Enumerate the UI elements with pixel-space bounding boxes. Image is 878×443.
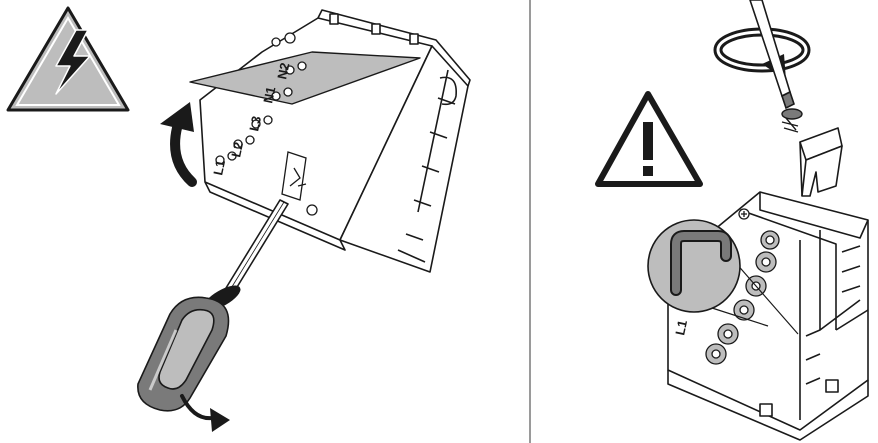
rotate-arrow-icon: [713, 27, 811, 80]
terminal-label-l1: L1: [210, 159, 228, 177]
screw-icon: [781, 108, 803, 133]
terminal-label-l2: L2: [228, 141, 246, 159]
terminal-label-n2: N2: [274, 61, 292, 80]
right-panel: L1: [595, 0, 869, 441]
jumper-bridge-detail: [647, 219, 799, 335]
electric-hazard-warning-icon: [6, 6, 130, 112]
rotate-arrow-icon: [180, 394, 230, 432]
left-panel: L1 L2 L3 N1 N2: [6, 6, 471, 432]
cover-flap: [189, 51, 421, 105]
release-latch: [281, 151, 307, 201]
general-warning-icon: [595, 91, 703, 187]
terminal-screws: [215, 32, 318, 216]
terminal-label-l1-right: L1: [672, 319, 690, 337]
terminal-label-n1: N1: [260, 85, 278, 104]
lift-arrow-icon: [160, 102, 197, 187]
screwdriver-icon: [137, 199, 289, 412]
screwdriver-icon: [749, 0, 795, 110]
strain-relief-clamp: [799, 127, 843, 197]
terminal-label-l3: L3: [246, 115, 264, 133]
